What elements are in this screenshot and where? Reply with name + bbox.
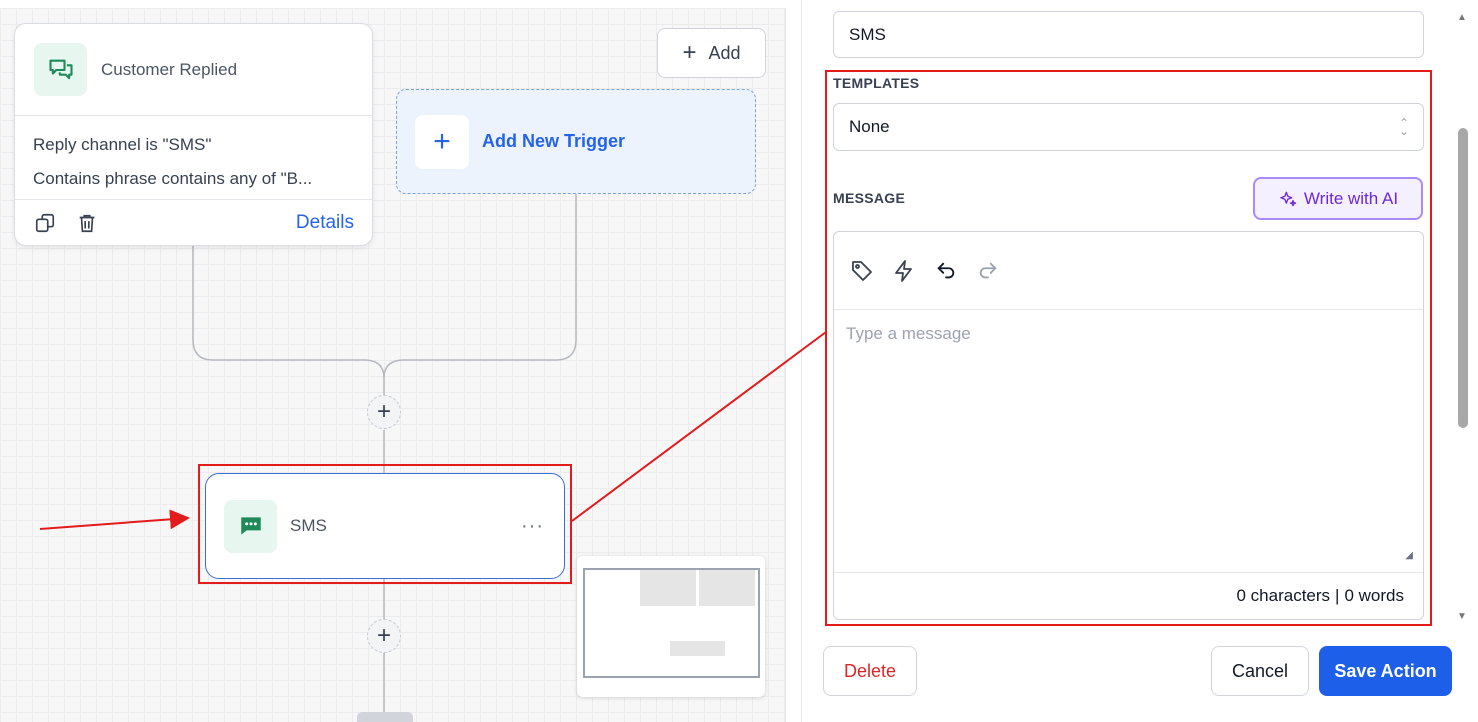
scroll-down-icon[interactable]: ▼ bbox=[1457, 611, 1467, 622]
chevron-updown-icon: ⌃⌄ bbox=[1398, 116, 1409, 138]
trigger-condition: Reply channel is "SMS" bbox=[33, 135, 212, 154]
add-new-trigger-button[interactable]: + Add New Trigger bbox=[396, 89, 756, 194]
action-settings-panel: SMS TEMPLATES None ⌃⌄ MESSAGE Write with… bbox=[801, 0, 1478, 722]
write-with-ai-label: Write with AI bbox=[1303, 188, 1399, 208]
lightning-icon[interactable] bbox=[890, 257, 918, 285]
editor-toolbar bbox=[834, 232, 1423, 310]
sparkle-icon bbox=[1280, 191, 1297, 206]
message-editor: Type a message ◢ 0 characters | 0 words bbox=[833, 231, 1424, 620]
action-name-field[interactable]: SMS bbox=[833, 11, 1424, 58]
chat-bubbles-icon bbox=[34, 43, 87, 96]
save-action-button[interactable]: Save Action bbox=[1319, 646, 1452, 696]
message-label: MESSAGE bbox=[833, 190, 906, 206]
redo-icon[interactable] bbox=[974, 257, 1002, 285]
trigger-footer: Details bbox=[15, 200, 372, 246]
word-count: 0 words bbox=[1344, 586, 1404, 605]
scroll-up-icon[interactable]: ▲ bbox=[1457, 12, 1467, 23]
plus-icon: + bbox=[682, 39, 697, 66]
template-select[interactable]: None ⌃⌄ bbox=[833, 103, 1424, 151]
sms-action-node[interactable]: SMS ··· bbox=[205, 473, 565, 579]
counter-separator: | bbox=[1335, 586, 1340, 605]
scrollbar-thumb[interactable] bbox=[1458, 128, 1468, 428]
undo-icon[interactable] bbox=[932, 257, 960, 285]
tag-icon[interactable] bbox=[848, 257, 876, 285]
insert-step-button[interactable]: + bbox=[367, 619, 401, 653]
minimap-node bbox=[670, 641, 725, 656]
insert-step-button[interactable]: + bbox=[367, 395, 401, 429]
minimap-viewport bbox=[583, 568, 760, 678]
template-selected-value: None bbox=[849, 117, 890, 136]
details-link[interactable]: Details bbox=[295, 212, 354, 233]
add-button[interactable]: + Add bbox=[657, 28, 766, 78]
chat-bubble-icon bbox=[224, 499, 277, 553]
trigger-title: Customer Replied bbox=[101, 59, 238, 79]
node-stub bbox=[357, 712, 413, 722]
resize-handle-icon[interactable]: ◢ bbox=[1405, 550, 1413, 561]
trash-icon[interactable] bbox=[75, 211, 99, 235]
message-counter: 0 characters | 0 words bbox=[834, 572, 1423, 619]
trigger-conditions: Reply channel is "SMS" Contains phrase c… bbox=[15, 116, 372, 200]
more-dots-icon[interactable]: ··· bbox=[521, 514, 544, 537]
plus-icon: + bbox=[415, 114, 469, 169]
templates-label: TEMPLATES bbox=[833, 75, 920, 91]
minimap-node bbox=[640, 570, 696, 606]
trigger-card[interactable]: Customer Replied Reply channel is "SMS" … bbox=[14, 23, 373, 246]
add-button-label: Add bbox=[708, 42, 741, 63]
copy-icon[interactable] bbox=[33, 211, 57, 235]
trigger-condition: Contains phrase contains any of "B... bbox=[33, 169, 313, 188]
minimap-node bbox=[699, 570, 755, 606]
write-with-ai-button[interactable]: Write with AI bbox=[1253, 177, 1423, 220]
delete-button[interactable]: Delete bbox=[823, 646, 917, 696]
sms-node-label: SMS bbox=[290, 516, 327, 535]
cancel-button[interactable]: Cancel bbox=[1211, 646, 1309, 696]
add-new-trigger-label: Add New Trigger bbox=[482, 131, 626, 151]
character-count: 0 characters bbox=[1236, 586, 1331, 605]
trigger-header: Customer Replied bbox=[15, 24, 372, 116]
panel-scrollbar[interactable]: ▲ ▼ bbox=[1454, 8, 1472, 628]
message-input[interactable]: Type a message bbox=[846, 324, 971, 343]
minimap[interactable] bbox=[577, 556, 765, 697]
